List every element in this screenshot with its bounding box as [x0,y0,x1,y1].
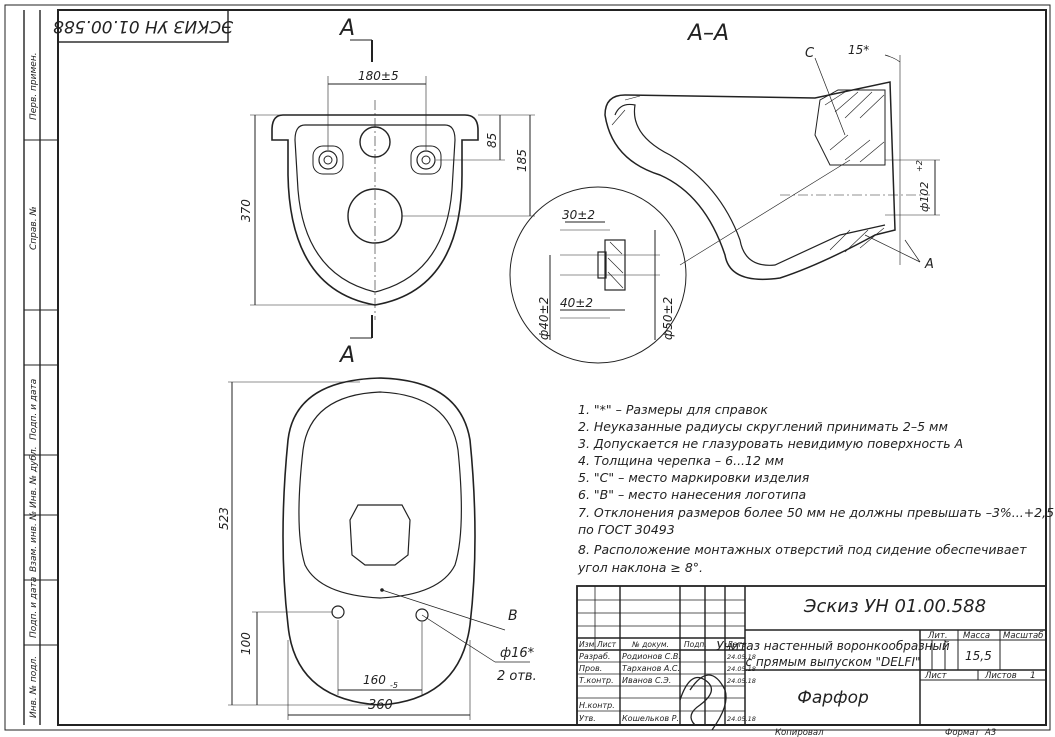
tb-col-izm: Изм. [579,640,597,649]
side-label: Справ. № [29,206,39,250]
tb-material: Фарфор [797,688,869,708]
note-item: по ГОСТ 30493 [578,522,675,537]
tb-copied: Копировал [775,728,824,737]
tb-col-sign: Подп. [684,640,707,649]
plan-view: B ф16* 2 отв. 523 100 160 -5 360 [217,377,537,720]
tb-date: 24.05.18 [727,665,756,673]
tb-name: Иванов С.Э. [622,676,671,685]
side-label: Подп. и дата [29,379,39,440]
dim-top-width: 180±5 [358,69,399,83]
note-item: 7. Отклонения размеров более 50 мм не до… [578,505,1055,520]
tb-role: Пров. [579,664,602,673]
side-strip: Перв. примен. Справ. № Подп. и дата Инв.… [23,10,58,725]
tb-name: Родионов С.В. [622,652,681,661]
side-label: Перв. примен. [29,52,39,120]
dim-detail-d40: ф40±2 [537,297,551,340]
mark-a: А [924,257,934,272]
tb-mass: Масса [963,631,990,641]
detail-view: 30±2 40±2 ф40±2 ф50±2 [509,186,687,364]
dim-hole-count: 2 отв. [497,669,537,684]
title-block: Изм. Лист № докум. Подп. Дата Разраб. Пр… [576,585,1047,737]
tb-format-value: А3 [984,728,996,737]
tb-name-line1: Унитаз настенный воронкообразный [716,639,950,653]
dim-plan-hole-spacing-tol: -5 [390,681,398,690]
tb-scale: Масштаб [1003,631,1043,641]
note-item: 8. Расположение монтажных отверстий под … [578,542,1027,557]
tb-role: Утв. [579,714,596,723]
tb-date: 24.05.18 [727,715,756,723]
tb-role: Н.контр. [579,701,615,710]
note-item: 4. Толщина черепка – 6...12 мм [578,453,784,468]
dim-plan-width: 360 [368,698,393,713]
mark-c: C [805,46,815,61]
tb-date: 24.05.18 [727,653,756,661]
dim-top-total: 370 [239,199,253,222]
tb-name: Тарханов А.С. [622,664,680,673]
dim-hole-dia: ф16* [500,646,535,661]
tb-date: 24.05.18 [727,677,756,685]
note-item: 5. "С" – место маркировки изделия [578,470,810,485]
dim-detail-d50: ф50±2 [661,297,675,340]
tb-col-doc: № докум. [631,640,669,649]
tb-name-line2: с прямым выпуском "DELFI" [745,655,920,669]
dim-sec-angle: 15* [848,43,869,57]
tb-sheets-value: 1 [1030,671,1036,681]
side-label: Инв. № дубл. [29,446,39,508]
dim-plan-height: 523 [217,507,231,530]
dim-detail-40: 40±2 [560,296,593,310]
top-view: А 180±5 85 185 370 А [239,16,535,368]
dim-plan-hole-h: 100 [239,632,253,655]
section-mark-bottom: А [338,343,355,368]
note-item: 3. Допускается не глазуровать невидимую … [578,436,964,451]
sheet-border [4,4,1051,731]
svg-text:ЭСКИЗ УН 01.00.588: ЭСКИЗ УН 01.00.588 [53,16,234,36]
tb-doc-code: Эскиз УН 01.00.588 [803,596,986,617]
signature [679,674,727,731]
tb-lit: Лит. [927,631,948,641]
tb-format: Формат [945,728,981,737]
tb-col-date: Дата [726,640,747,649]
note-item: 6. "В" – место нанесения логотипа [578,487,807,502]
dim-sec-dia-tol: +2 [915,160,924,172]
dim-plan-hole-spacing: 160 [363,673,386,687]
tb-mass-value: 15,5 [965,649,992,663]
side-label: Инв. № подл. [29,656,39,718]
tb-role: Т.контр. [579,676,614,685]
dim-detail-30: 30±2 [562,208,595,222]
section-title: А–А [686,21,729,46]
tb-role: Разраб. [579,652,610,661]
note-item: угол наклона ≥ 8°. [578,560,704,575]
section-view: А–А ф102 +2 C 15* А [604,21,940,281]
side-label: Подп. и дата [29,577,39,638]
side-label: Взам. инв. № [29,511,39,572]
tb-sheets: Листов [984,671,1017,681]
note-item: 1. "*" – Размеры для справок [578,402,768,417]
dim-top-h1: 85 [485,133,499,148]
section-mark-top: А [338,16,355,41]
tb-sheet: Лист [924,671,948,681]
drawing-frame [57,9,1047,726]
note-item: 2. Неуказанные радиусы скруглений приним… [578,419,948,434]
dim-top-h2: 185 [515,149,529,172]
tb-name: Кошельков Р. [622,714,679,723]
mark-b: B [508,608,518,624]
dim-sec-dia: ф102 [918,182,931,212]
code-stamp: ЭСКИЗ УН 01.00.588 [53,9,234,43]
tb-col-list: Лист [596,640,617,649]
